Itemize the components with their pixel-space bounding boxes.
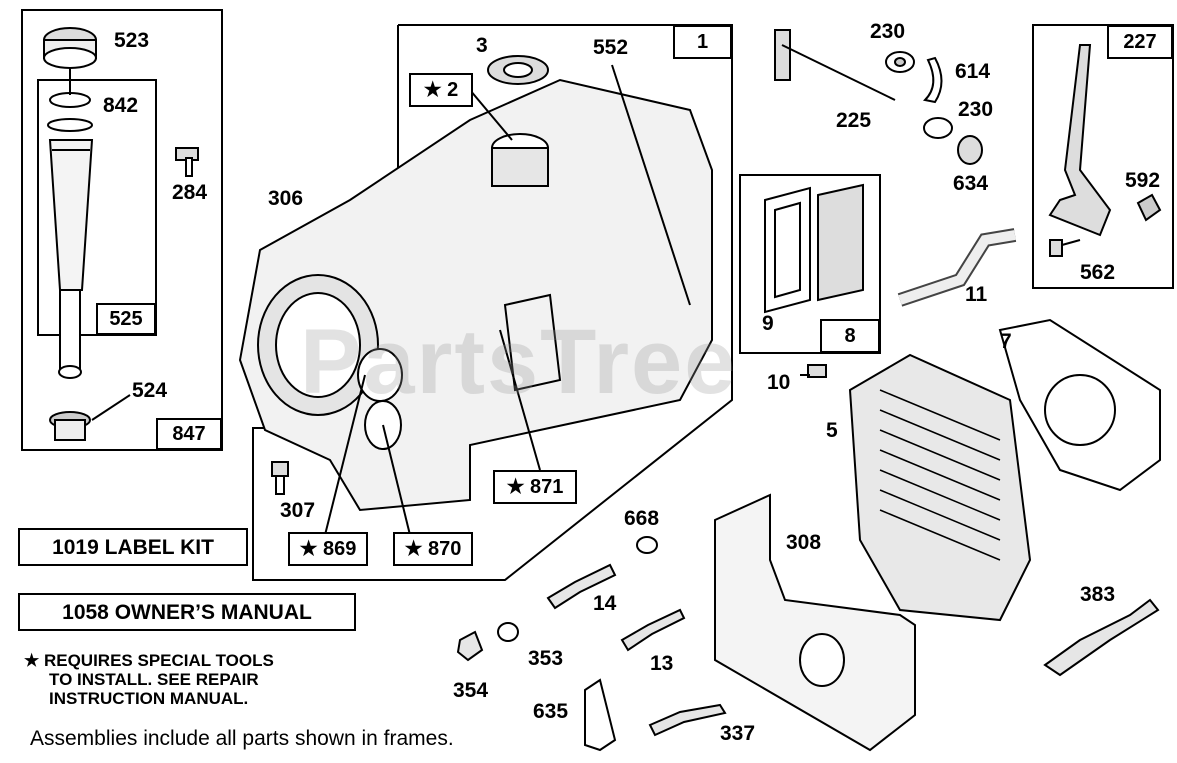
shield-plate (714, 493, 916, 752)
owners-manual-box[interactable]: 1058 OWNER’S MANUAL (18, 593, 356, 631)
part-label-5[interactable]: 5 (826, 419, 838, 442)
part-label-668[interactable]: 668 (624, 507, 660, 530)
governor-parts (764, 29, 1162, 378)
part-label-354[interactable]: 354 (453, 679, 489, 702)
part-label-869-special[interactable]: ★ 869 (288, 532, 368, 566)
leader-lines (91, 64, 691, 536)
frame-525 (37, 79, 157, 336)
part-label-353[interactable]: 353 (528, 647, 564, 670)
frame-8 (739, 174, 881, 354)
assemblies-footnote: Assemblies include all parts shown in fr… (30, 727, 454, 750)
part-label-3[interactable]: 3 (476, 34, 488, 57)
special-tools-note-line3: INSTRUCTION MANUAL. (49, 689, 249, 708)
special-tools-note-line1: ★ REQUIRES SPECIAL TOOLS (24, 651, 274, 670)
part-label-230-top[interactable]: 230 (870, 20, 906, 43)
cylinder-head (848, 318, 1161, 622)
frame-227 (1032, 24, 1174, 289)
frame-847 (21, 9, 223, 451)
small-parts (456, 536, 1160, 752)
watermark: PartsTree (300, 311, 738, 413)
part-label-870-special[interactable]: ★ 870 (393, 532, 473, 566)
part-label-523[interactable]: 523 (114, 29, 150, 52)
part-label-562[interactable]: 562 (1080, 261, 1116, 284)
part-label-552[interactable]: 552 (593, 36, 629, 59)
part-label-306[interactable]: 306 (268, 187, 304, 210)
part-label-11[interactable]: 11 (965, 283, 988, 306)
part-label-308[interactable]: 308 (786, 531, 822, 554)
frame-label-1[interactable]: 1 (673, 25, 732, 59)
part-label-2-special[interactable]: ★ 2 (409, 73, 473, 107)
part-label-337[interactable]: 337 (720, 722, 756, 745)
part-label-592[interactable]: 592 (1125, 169, 1161, 192)
part-label-634[interactable]: 634 (953, 172, 989, 195)
dipstick-parts (43, 27, 199, 441)
part-label-524[interactable]: 524 (132, 379, 168, 402)
part-label-13[interactable]: 13 (650, 652, 674, 675)
crankcase-block (238, 55, 713, 512)
part-label-635[interactable]: 635 (533, 700, 569, 723)
part-label-7[interactable]: 7 (1000, 330, 1012, 353)
part-label-9[interactable]: 9 (762, 312, 774, 335)
frame-label-847[interactable]: 847 (156, 418, 222, 450)
part-label-230-bottom[interactable]: 230 (958, 98, 994, 121)
part-label-383[interactable]: 383 (1080, 583, 1116, 606)
part-label-10[interactable]: 10 (767, 371, 791, 394)
frame-label-8[interactable]: 8 (820, 319, 880, 353)
part-label-307[interactable]: 307 (280, 499, 316, 522)
part-label-871-special[interactable]: ★ 871 (493, 470, 577, 504)
part-label-14[interactable]: 14 (593, 592, 617, 615)
frame-label-525[interactable]: 525 (96, 303, 156, 335)
part-label-614[interactable]: 614 (955, 60, 991, 83)
part-label-842[interactable]: 842 (103, 94, 139, 117)
label-kit-box[interactable]: 1019 LABEL KIT (18, 528, 248, 566)
frame-label-227[interactable]: 227 (1107, 25, 1173, 59)
part-label-284[interactable]: 284 (172, 181, 208, 204)
special-tools-note-line2: TO INSTALL. SEE REPAIR (49, 670, 259, 689)
part-label-225[interactable]: 225 (836, 109, 872, 132)
